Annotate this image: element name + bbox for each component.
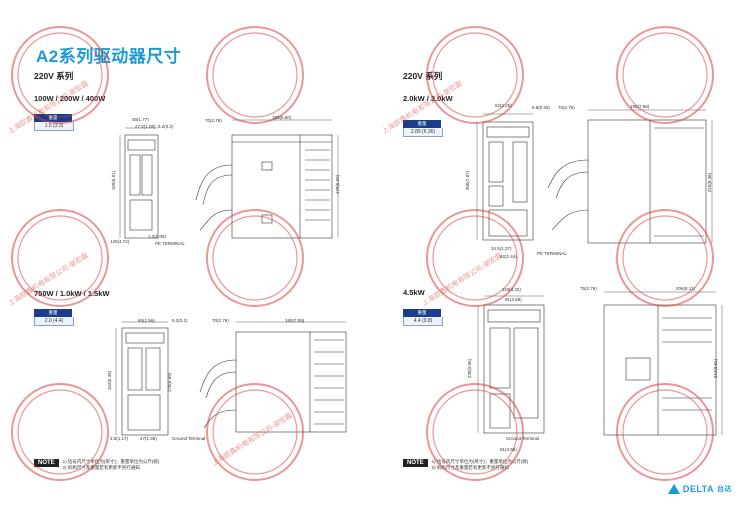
right-group2-weight-header: 重量 — [403, 309, 441, 317]
right-g1-dim-5: 200(7.87) — [465, 170, 471, 191]
left-g1-dim-2: 27.5(1.08) — [135, 124, 156, 129]
right-note-line-1: 1) 括号内尺寸单位为(英寸)；重量单位为公斤(磅) — [431, 459, 529, 464]
left-g1-dim-8: 120(4.72) — [110, 239, 130, 244]
left-g1-dim-1: 45(1.77) — [132, 117, 149, 122]
right-g2-front-view — [477, 295, 545, 434]
left-g2-dim-7: 3.5(1.17) — [110, 436, 129, 441]
right-note-line-2: 2) 机构尺寸及重量若有更新不另行通知 — [431, 465, 509, 470]
right-g1-dim-8: 62(2.44) — [500, 254, 517, 259]
right-g1-front-view — [476, 113, 534, 241]
left-note-tag: NOTE — [34, 459, 59, 467]
left-g1-dim-9: 1.2(0.05) — [148, 234, 167, 239]
left-g1-dim-7: 170(6.69) — [335, 174, 341, 195]
right-g1-dim-6: 215(8.46) — [707, 172, 713, 193]
left-g1-dim-4: 70(2.76) — [205, 118, 222, 123]
left-group1-weight-value: 1.5 (3.3) — [34, 122, 74, 131]
right-g1-pe-label: PE TERMINAL — [537, 251, 567, 256]
left-g2-dim-8: 47(1.85) — [140, 436, 157, 441]
left-note-line-2: 2) 机构尺寸及重量若有更新不另行通知 — [62, 465, 140, 470]
right-g1-dim-7: 34.5(1.37) — [491, 246, 512, 251]
left-g1-dim-6: 150(5.91) — [111, 170, 117, 191]
left-g2-front-view — [115, 321, 169, 436]
right-g2-ground-label: Ground Terminal — [506, 436, 540, 441]
watermark-circles — [11, 26, 714, 481]
right-voltage-label: 220V 系列 — [403, 71, 443, 81]
left-group2-power: 750W / 1.0kW / 1.5kW — [34, 289, 110, 298]
right-g2-dim-6: 244(9.61) — [713, 358, 719, 379]
left-g2-dim-5: 162(6.38) — [107, 370, 113, 391]
right-g2-dim-2: 91(3.58) — [505, 297, 522, 302]
right-g2-dim-3: 75(2.76) — [580, 286, 597, 291]
left-group2-weight-value: 2.0 (4.4) — [34, 317, 74, 326]
left-g1-pe-label: PE TERMINAL — [155, 241, 185, 246]
right-group1-weight-header: 重量 — [403, 120, 441, 128]
right-g2-dim-5: 230(9.06) — [467, 358, 473, 379]
delta-logo-cn: 台达 — [717, 486, 732, 493]
left-g1-dim-5: 165(6.50) — [272, 115, 292, 120]
right-group1-power: 2.0kW / 3.0kW — [403, 94, 453, 103]
left-group1-power: 100W / 200W / 400W — [34, 94, 106, 103]
right-g2-dim-7: 91(3.58) — [500, 447, 517, 452]
left-voltage-label: 220V 系列 — [34, 71, 74, 81]
left-g2-dim-3: 70(2.76) — [212, 318, 229, 323]
delta-logo-text: DELTA — [682, 484, 714, 494]
left-g2-side-view — [199, 321, 347, 433]
left-g1-dim-3: 5.2(0.2) — [158, 124, 174, 129]
left-g2-dim-6: 170(6.69) — [167, 372, 173, 393]
left-note-line-1: 1) 括号内尺寸单位为(英寸)；重量单位为公斤(磅) — [62, 459, 160, 464]
delta-triangle-icon — [667, 484, 680, 494]
left-g1-front-view — [119, 127, 159, 239]
left-g2-dim-2: 5.2(0.2) — [172, 318, 188, 323]
page-title: A2系列驱动器尺寸 — [36, 47, 182, 66]
right-group2-power: 4.5kW — [403, 288, 425, 297]
right-g1-dim-2: 6.6(0.26) — [532, 105, 551, 110]
right-g1-dim-4: 195(7.68) — [630, 104, 650, 109]
left-g1-side-view — [195, 119, 339, 239]
left-note: NOTE 1) 括号内尺寸单位为(英寸)；重量单位为公斤(磅) 2) 机构尺寸及… — [34, 459, 159, 471]
left-g2-ground-label: Ground Terminal — [172, 436, 206, 441]
left-group1-weight-header: 重量 — [34, 114, 72, 122]
left-g2-dim-4: 180(7.09) — [285, 318, 305, 323]
right-g2-dim-1: 110(4.33) — [502, 287, 521, 292]
delta-logo: DELTA 台达 — [667, 484, 732, 494]
right-g1-dim-1: 62(2.25) — [495, 103, 512, 108]
right-note: NOTE 1) 括号内尺寸单位为(英寸)；重量单位为公斤(磅) 2) 机构尺寸及… — [403, 459, 528, 471]
right-group2-weight-value: 4.4 (9.8) — [403, 317, 443, 326]
left-group2-weight-header: 重量 — [34, 309, 72, 317]
right-note-tag: NOTE — [403, 459, 428, 467]
left-g2-dim-1: 65(2.56) — [138, 318, 155, 323]
right-group1-weight-value: 2.89 (6.36) — [403, 128, 443, 137]
right-g2-dim-4: 206(8.11) — [676, 286, 695, 291]
right-g1-dim-3: 70(2.76) — [558, 105, 575, 110]
